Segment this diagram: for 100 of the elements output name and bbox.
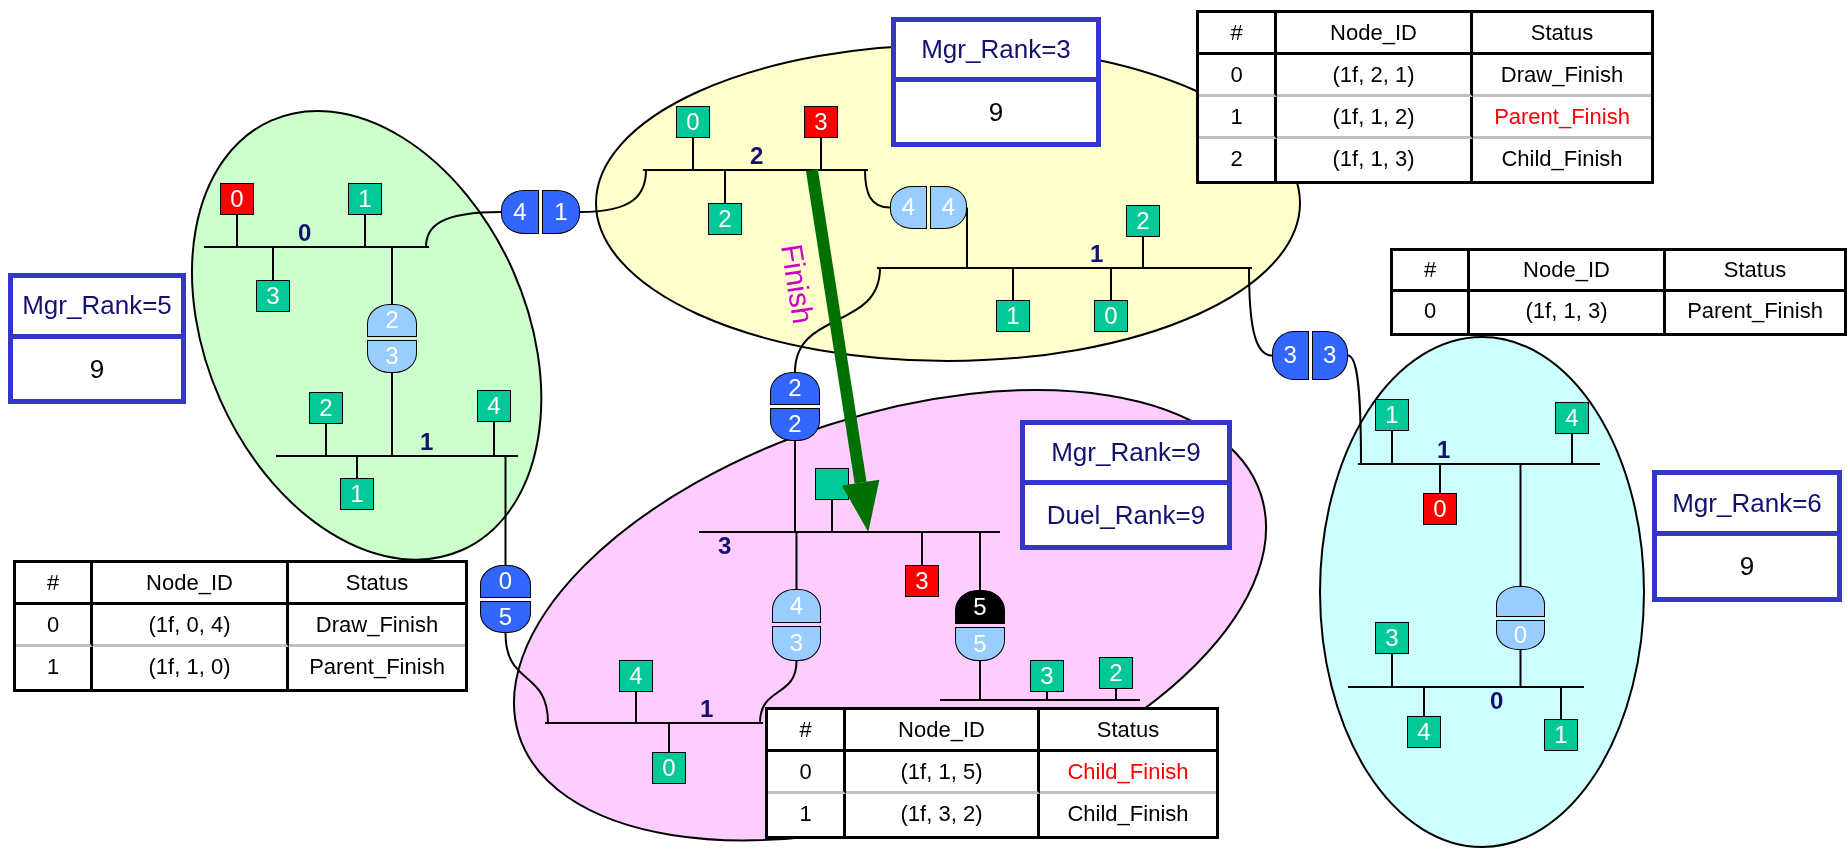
manager-box [1020,420,1232,550]
table-cell: Status [1666,251,1844,292]
table-cell: # [16,563,93,605]
bridge-node: 4 3 [772,589,821,661]
connector-line [1560,686,1562,720]
table-cell: Node_ID [1470,251,1666,292]
connector-line [1571,433,1573,465]
connector-line [794,267,881,373]
table-cell: Status [289,563,465,605]
device-node: 2 [708,203,742,235]
table-cell: 1 [16,647,93,689]
table-cell: (1f, 3, 2) [846,794,1040,836]
table-cell-text: Child_Finish [1500,145,1624,173]
bridge-node: 0 [1496,586,1545,650]
connector-line [1519,649,1522,688]
rank-label: Mgr_Rank=5 [13,278,181,339]
connector-line [391,246,393,305]
table-cell: Parent_Finish [1473,97,1651,139]
connector-line [724,169,726,204]
connector-line [921,531,923,566]
connector-line [1046,691,1048,701]
table-cell: 0 [1199,55,1277,97]
table-cell: 1 [768,794,846,836]
table-cell: # [768,710,846,752]
connector-line [795,531,798,590]
bus-line: 0 [1348,686,1584,714]
connector-line [820,137,822,171]
device-node: 4 [1407,716,1441,748]
bridge-node: 0 5 [480,565,531,633]
table-cell: (1f, 1, 2) [1277,97,1473,139]
bridge-node: 3 3 [1272,331,1348,380]
bus-line: 2 [643,143,868,171]
table-cell-text: Parent_Finish [308,653,446,681]
table-cell: Draw_Finish [289,605,465,647]
connector-line [425,211,502,248]
connector-line [1115,688,1117,701]
table-cell: 0 [768,752,846,794]
device-node: 0 [676,106,710,138]
table-cell: (1f, 0, 4) [93,605,289,647]
connector-line [966,206,968,269]
device-node: 4 [1555,402,1589,434]
connector-line [692,137,694,171]
cluster-ellipse [1318,335,1646,849]
cluster-ellipse [190,108,544,562]
table-cell: Node_ID [93,563,289,605]
table-cell: 1 [1199,97,1277,139]
bridge-node: 2 2 [770,372,820,441]
table-cell: # [1199,13,1277,55]
table-cell: Status [1040,710,1216,752]
device-node: 0 [1094,300,1128,332]
bridge-node: 5 5 [955,590,1005,661]
connector-line [504,632,549,724]
table-cell: 0 [16,605,93,647]
connector-line [493,421,495,457]
table-cell: (1f, 1, 3) [1277,139,1473,181]
connector-line [325,423,327,457]
bridge-node: 2 3 [367,304,417,373]
manager-box [891,17,1101,147]
table-cell: Child_Finish [1040,752,1216,794]
rank-label: Mgr_Rank=3 [896,22,1096,82]
connector-line [272,246,274,281]
rank-label: Mgr_Rank=6 [1657,475,1837,536]
connector-line [1391,430,1393,465]
table-cell: Node_ID [1277,13,1473,55]
connector-line [1423,686,1425,717]
connector-line [979,531,981,591]
table-cell: (1f, 1, 5) [846,752,1040,794]
connector-line [831,499,833,533]
bus-line: 1 [545,696,763,724]
rank-label: Duel_Rank=9 [1045,499,1207,532]
rank-label: 9 [88,352,106,386]
connector-line [356,455,358,479]
table-cell: 2 [1199,139,1277,181]
bus-line: 1 [276,429,518,457]
connector-line [1347,354,1362,465]
rank-label: Mgr_Rank=9 [1025,425,1227,485]
rank-label: 9 [1738,550,1756,583]
bus-line: 0 [204,220,429,248]
table-cell-text: Parent_Finish [1686,297,1824,325]
connector-line [668,722,670,753]
connector-line [794,440,796,533]
bus-line: 3 [699,531,1000,559]
bus-line: 1 [877,241,1252,269]
connector-line [236,214,238,248]
connector-line [1519,463,1522,587]
device-node: 0 [1423,493,1457,525]
connector-line [364,214,366,248]
table-cell: (1f, 1, 3) [1470,292,1666,333]
connector-line [391,372,393,457]
connector-line [1142,236,1144,269]
device-node: 1 [996,300,1030,332]
rank-label: 9 [987,96,1005,129]
connector-line [1439,463,1441,494]
connector-line [864,169,891,209]
edge-label: Finish [775,241,820,326]
connector-line [635,691,637,724]
device-node: 1 [1375,399,1409,431]
connector-line [504,455,507,566]
connector-line [979,660,981,701]
device-node: 3 [1375,622,1409,654]
